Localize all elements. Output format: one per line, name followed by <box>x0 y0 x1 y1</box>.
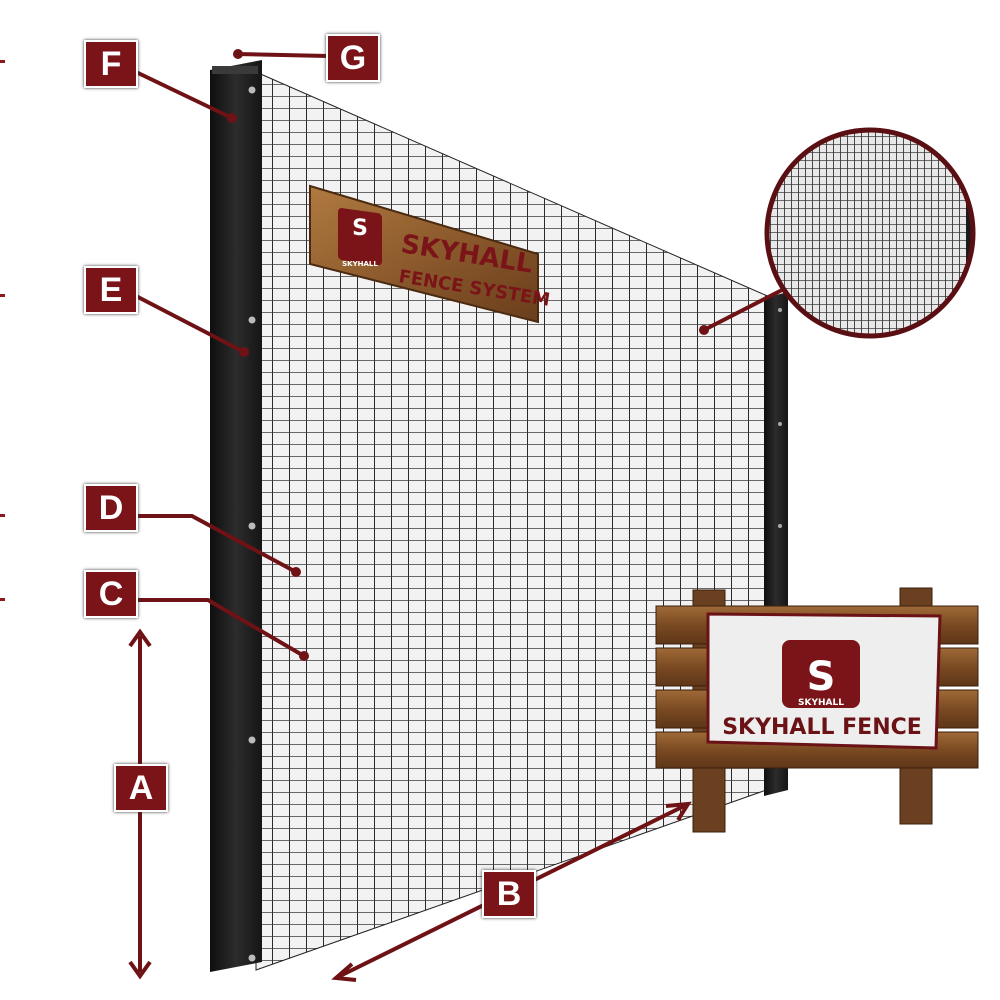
label-g: G <box>326 34 380 82</box>
main-post <box>210 60 262 972</box>
leader-lines <box>135 52 783 658</box>
label-d: D <box>84 484 138 532</box>
margin-tick <box>0 598 5 601</box>
banner-text: SKYHALL FENCE <box>722 715 922 740</box>
margin-tick <box>0 514 5 517</box>
label-f: F <box>84 40 138 88</box>
label-e: E <box>84 266 138 314</box>
margin-tick <box>0 60 5 63</box>
label-c: C <box>84 570 138 618</box>
banner-board: S SKYHALL SKYHALL FENCE <box>655 587 979 833</box>
leader-dots <box>227 49 709 661</box>
label-a: A <box>114 764 168 812</box>
zoom-detail-circle <box>764 127 976 339</box>
wood-sign-logo-letter: S <box>352 216 368 241</box>
wood-sign: S SKYHALL SKYHALL FENCE SYSTEM <box>309 184 552 324</box>
banner-logo-letter: S <box>807 654 836 700</box>
label-b: B <box>482 870 536 918</box>
wood-sign-logo-word: SKYHALL <box>342 260 378 268</box>
banner-logo-word: SKYHALL <box>798 698 844 708</box>
margin-tick <box>0 294 5 297</box>
